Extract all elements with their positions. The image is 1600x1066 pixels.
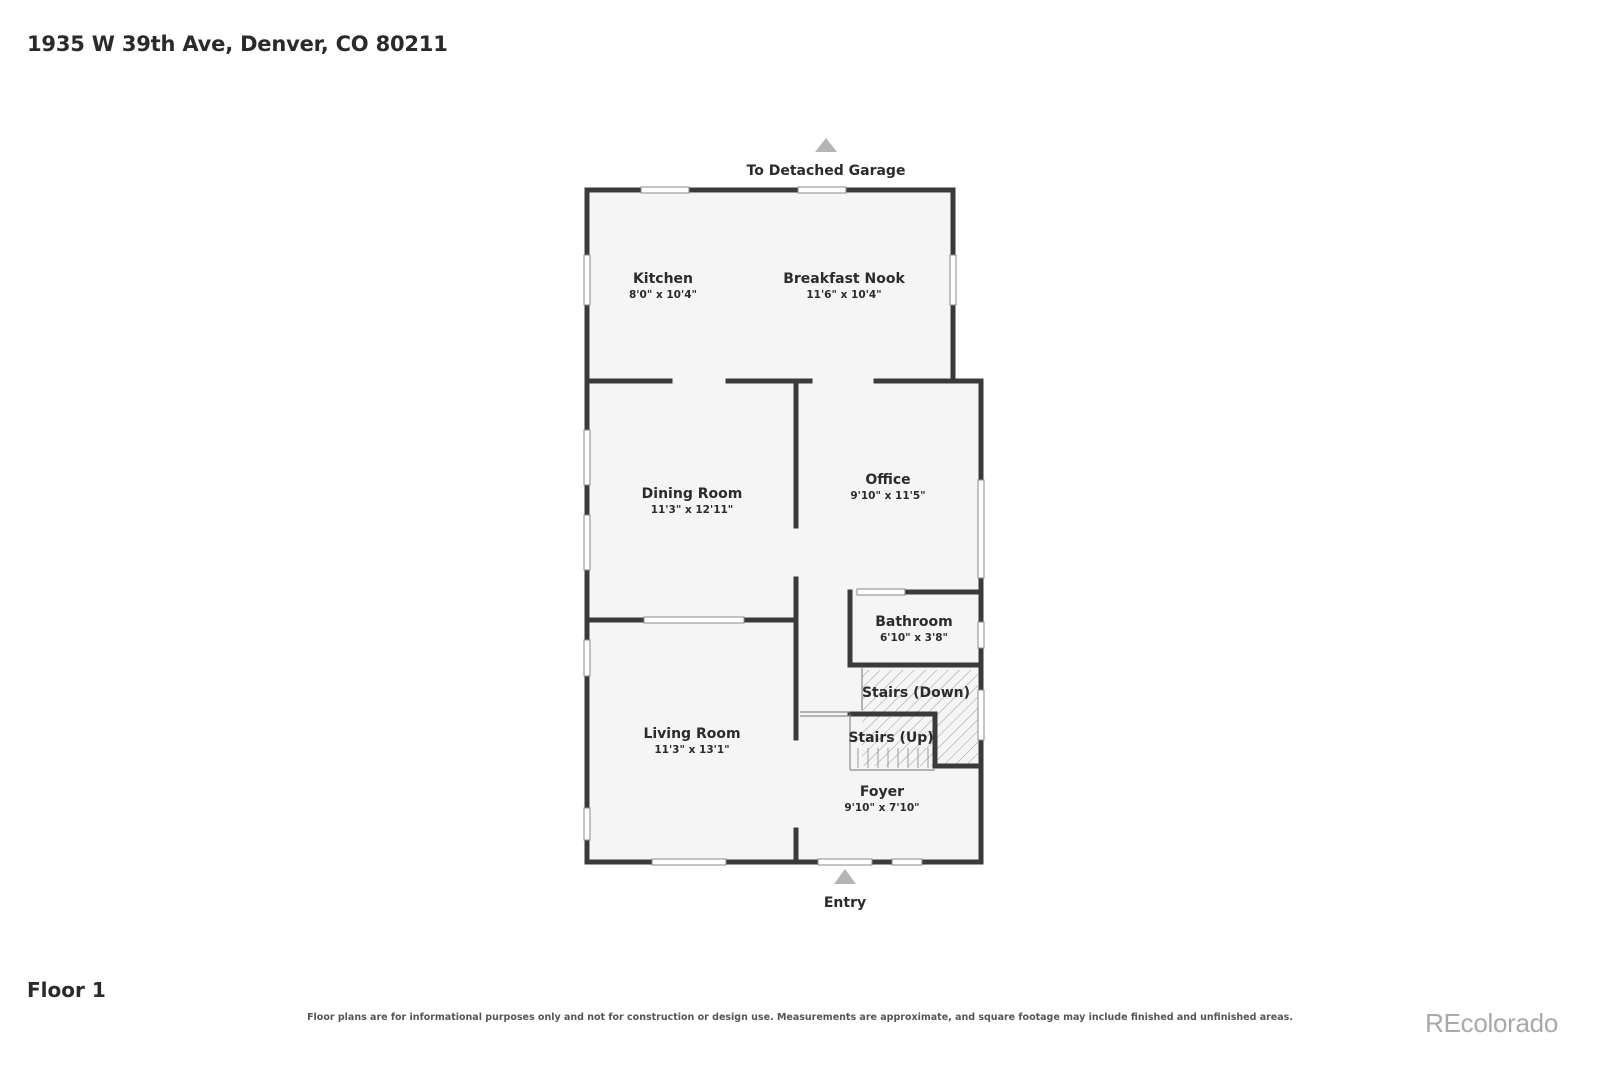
garage-arrow-icon [815,138,837,152]
stairs-down-hatch [862,670,978,766]
room-name: Office [865,472,910,488]
room-name: Dining Room [642,486,743,502]
room-dims: 9'10" x 7'10" [844,802,919,814]
room-name: Foyer [860,784,904,800]
room-breakfast-nook: Breakfast Nook 11'6" x 10'4" [783,271,905,301]
room-dims: 8'0" x 10'4" [629,289,697,301]
room-name: Bathroom [875,614,953,630]
windows [583,186,985,866]
room-bathroom: Bathroom 6'10" x 3'8" [875,614,953,644]
room-name: Breakfast Nook [783,271,905,287]
thin-lines [800,668,935,771]
garage-label: To Detached Garage [747,163,906,179]
room-foyer: Foyer 9'10" x 7'10" [844,784,919,814]
room-dims: 9'10" x 11'5" [850,490,925,502]
stairs-up-treads [857,748,929,768]
entry-label: Entry [824,895,866,911]
floor-area [590,193,982,865]
room-living-room: Living Room 11'3" x 13'1" [643,726,740,756]
room-stairs-up: Stairs (Up) [848,730,933,746]
room-office: Office 9'10" x 11'5" [850,472,925,502]
room-name: Stairs (Up) [848,730,933,746]
room-dims: 11'6" x 10'4" [806,289,881,301]
entry-arrow-icon [834,869,856,884]
room-dining-room: Dining Room 11'3" x 12'11" [642,486,743,516]
room-name: Stairs (Down) [862,685,970,701]
room-dims: 11'3" x 12'11" [651,504,734,516]
room-kitchen: Kitchen 8'0" x 10'4" [629,271,697,301]
room-name: Living Room [643,726,740,742]
room-dims: 11'3" x 13'1" [654,744,729,756]
floor-label: Floor 1 [27,978,106,1002]
disclaimer-text: Floor plans are for informational purpos… [307,1012,1293,1023]
property-address: 1935 W 39th Ave, Denver, CO 80211 [27,32,448,56]
brand-logo: REcolorado [1425,1008,1558,1038]
room-stairs-down: Stairs (Down) [862,685,970,701]
room-dims: 6'10" x 3'8" [880,632,948,644]
room-name: Kitchen [633,271,693,287]
